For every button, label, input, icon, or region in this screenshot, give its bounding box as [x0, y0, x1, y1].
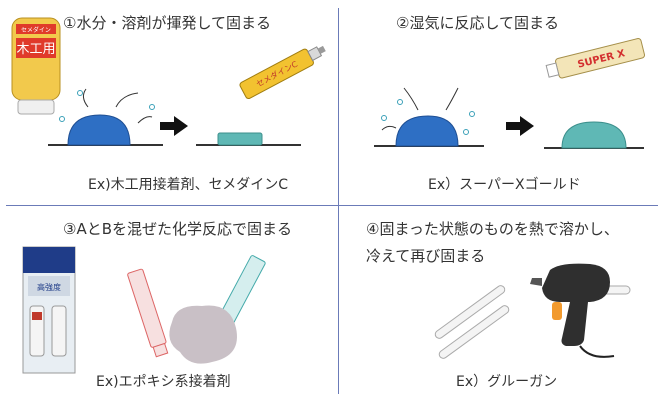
arrow-icon: [506, 116, 534, 136]
moisture-reaction-diagram: [374, 87, 484, 147]
cured-adhesive-diagram: [196, 132, 301, 146]
q4-caption: Ex）グルーガン: [456, 374, 558, 390]
moisture-evaporation-diagram: [48, 88, 163, 146]
epoxy-mixing-diagram: [127, 255, 266, 364]
q4-heading-line2: 冷えて再び固まる: [366, 247, 486, 265]
bottle-label: 木工用: [16, 42, 55, 57]
q3-heading: ③AとBを混ぜた化学反応で固まる: [63, 220, 293, 238]
arrow-icon: [160, 116, 188, 136]
super-x-tube: SUPER X: [545, 38, 646, 79]
pack-label: 高強度: [37, 282, 61, 292]
wood-glue-bottle: セメダイン 木工用: [11, 17, 61, 115]
cemedine-tube: セメダインC: [239, 45, 326, 100]
horizontal-divider: [6, 205, 658, 206]
q1-caption: Ex)木工用接着剤、セメダインC: [88, 177, 289, 193]
q1-heading: ①水分・溶剤が揮発して固まる: [63, 14, 271, 32]
cured-moisture-adhesive: [544, 121, 644, 149]
q2-caption: Ex）スーパーXゴールド: [428, 177, 581, 193]
q3-caption: Ex)エポキシ系接着剤: [96, 374, 231, 390]
glue-gun: [530, 263, 631, 358]
bottle-top-text: セメダイン: [21, 26, 51, 34]
vertical-divider: [338, 8, 339, 394]
glue-sticks: [434, 285, 510, 359]
epoxy-package: 高強度: [22, 246, 76, 374]
q4-heading-line1: ④固まった状態のものを熱で溶かし、: [366, 220, 619, 238]
q2-heading: ②湿気に反応して固まる: [396, 14, 559, 32]
